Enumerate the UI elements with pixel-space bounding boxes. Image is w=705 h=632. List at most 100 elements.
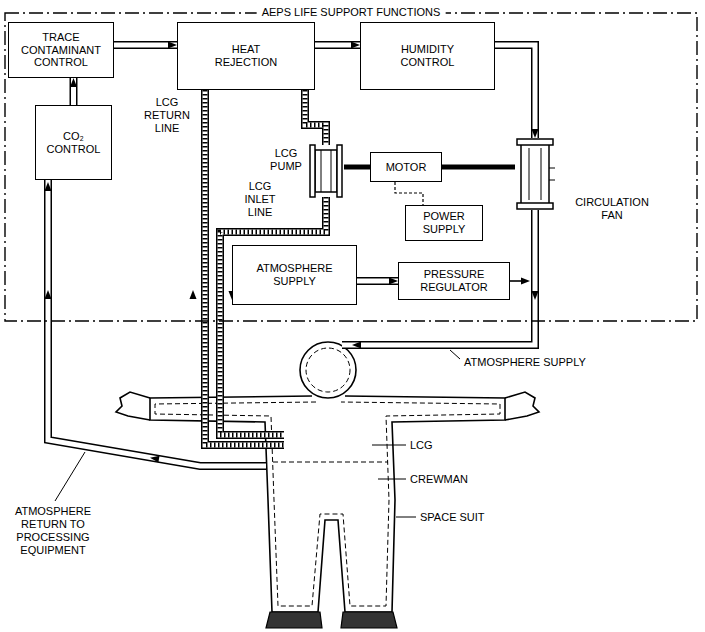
- boundary-title: AEPS LIFE SUPPORT FUNCTIONS: [257, 5, 446, 19]
- arrow-head: [532, 129, 539, 138]
- motor-box: MOTOR: [370, 152, 442, 182]
- flow-arrow: [532, 291, 539, 300]
- function-label: MOTOR: [386, 161, 427, 174]
- drive-shaft: [344, 165, 370, 170]
- boundary-line: [5, 13, 697, 321]
- lcg-inlet-line: [220, 197, 326, 435]
- lcg-boundary: [273, 462, 388, 463]
- drive-shaft: [442, 165, 515, 170]
- function-label: HEAT REJECTION: [210, 43, 282, 69]
- hatch-connector: [305, 90, 326, 145]
- lcg-inlet-line: [220, 197, 326, 435]
- shaft-connector: [442, 167, 515, 168]
- pump-flange: [337, 145, 342, 197]
- pipe-connector: [495, 45, 539, 138]
- return-pipe-bore: [48, 180, 266, 466]
- pipe-wall: [357, 277, 398, 285]
- flow-arrow: [352, 342, 361, 349]
- pipe-wall: [495, 45, 535, 138]
- fan-housing: [521, 144, 549, 204]
- flow-arrow: [45, 182, 52, 191]
- leader-line: [372, 445, 406, 446]
- part-label: SPACE SUIT: [420, 511, 500, 524]
- flow-arrow: [150, 456, 160, 463]
- leader-line: [55, 452, 85, 501]
- boot: [266, 612, 322, 628]
- shaft-connector: [344, 167, 370, 168]
- part-label: LCG: [410, 439, 450, 452]
- function-label: LCG PUMP: [268, 147, 304, 173]
- supply-pipe: [342, 210, 535, 345]
- glove: [505, 392, 539, 420]
- pipe-connector: [357, 278, 398, 285]
- pump-symbol: LCG PUMP: [308, 145, 344, 197]
- function-label: HUMIDITY CONTROL: [388, 43, 468, 69]
- pipe-connector: [114, 42, 177, 49]
- function-box: TRACE CONTAMINANT CONTROL: [8, 22, 114, 78]
- supply-pipe-bore: [342, 210, 535, 345]
- crewman-head: [306, 348, 350, 392]
- line-label: ATMOSPHERE SUPPLY: [464, 356, 594, 369]
- lcg-inlet-hatch: [220, 197, 326, 435]
- leader-line: [396, 517, 416, 518]
- arrow-head: [389, 278, 398, 285]
- pipe-bore: [114, 43, 177, 48]
- pump-outline: [308, 145, 344, 197]
- glove: [116, 392, 150, 420]
- helmet: [300, 342, 356, 398]
- leader-line: [378, 479, 406, 480]
- fan-cap: [517, 203, 553, 209]
- flow-arrow: [190, 290, 197, 299]
- function-label: POWER SUPPLY: [414, 210, 474, 236]
- flow-arrow: [521, 278, 530, 285]
- pipe-wall: [70, 78, 78, 105]
- pump-body: [315, 150, 337, 192]
- line-label: LCG RETURN LINE: [140, 96, 194, 135]
- function-label: PRESSURE REGULATOR: [412, 268, 496, 294]
- pipe-connector: [70, 78, 77, 105]
- arrow-head: [351, 42, 360, 49]
- pipe-connector: [315, 42, 360, 49]
- pipe-wall: [305, 90, 326, 145]
- leader-line: [450, 350, 460, 359]
- function-label: TRACE CONTAMINANT CONTROL: [13, 31, 109, 70]
- function-box: ATMOSPHERE SUPPLY: [232, 245, 357, 305]
- pump-flange: [310, 145, 315, 197]
- system-boundary: AEPS LIFE SUPPORT FUNCTIONSTRACE CONTAMI…: [4, 12, 698, 322]
- pump-rib: [321, 150, 331, 192]
- function-label: CO₂ CONTROL: [43, 130, 105, 156]
- wire-connector: [395, 182, 423, 205]
- arrow-head: [70, 78, 77, 87]
- function-box: PRESSURE REGULATOR: [398, 262, 510, 300]
- return-pipe: [48, 180, 266, 466]
- function-box: CO₂ CONTROL: [35, 105, 112, 180]
- function-label: CIRCULATION FAN: [569, 196, 655, 222]
- power-wire: [395, 182, 423, 205]
- power-box: POWER SUPPLY: [405, 205, 483, 241]
- part-label: CREWMAN: [410, 473, 480, 486]
- pipe-bore: [71, 78, 76, 105]
- function-box: HEAT REJECTION: [177, 22, 315, 90]
- fan-outline: [515, 138, 555, 210]
- pipe-bore: [357, 279, 398, 284]
- pipe-wall: [114, 41, 177, 49]
- fan-symbol: CIRCULATION FAN: [515, 138, 555, 210]
- flow-arrow: [45, 290, 52, 299]
- pipe-bore: [315, 43, 360, 48]
- pipe-bore: [305, 90, 326, 145]
- function-label: ATMOSPHERE SUPPLY: [253, 262, 337, 288]
- line-label: ATMOSPHERE RETURN TO PROCESSING EQUIPMEN…: [10, 505, 96, 557]
- fan-rib: [529, 148, 555, 200]
- fan-cap: [517, 139, 553, 145]
- arrow-head: [168, 42, 177, 49]
- line-label: LCG INLET LINE: [236, 180, 284, 219]
- function-box: HUMIDITY CONTROL: [360, 22, 495, 90]
- pipe-hatch: [305, 90, 326, 145]
- pipe-wall: [315, 41, 360, 49]
- pipe-bore: [495, 45, 535, 138]
- regulator-outlet: [510, 280, 522, 282]
- boot: [341, 612, 397, 628]
